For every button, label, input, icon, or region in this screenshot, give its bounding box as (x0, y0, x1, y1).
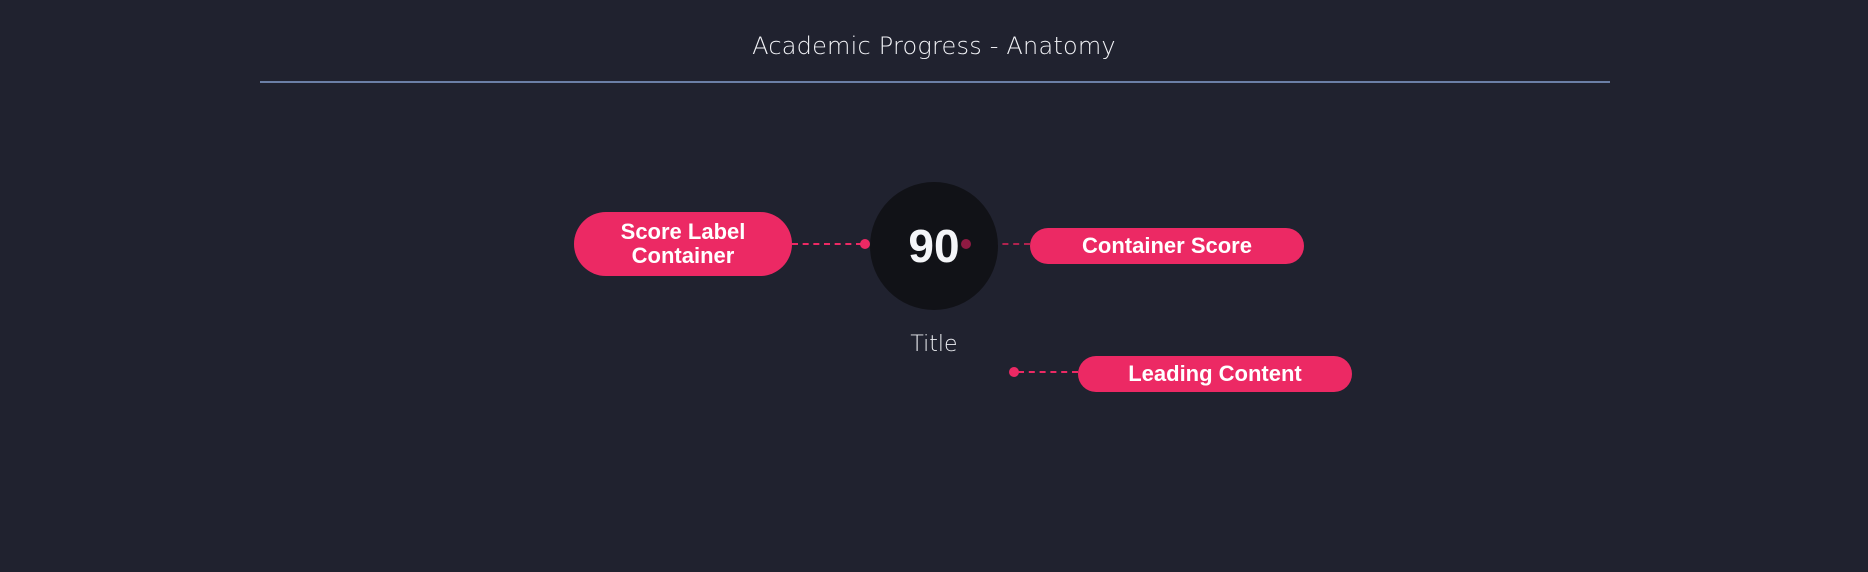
annotation-label-line2: Container (631, 243, 735, 268)
connector-dot-bottom (1009, 367, 1019, 377)
connector-left (792, 243, 862, 245)
connector-right (970, 243, 1030, 245)
score-value: 90 (908, 220, 960, 272)
score-circle: 90 (870, 182, 998, 310)
connector-bottom (1018, 371, 1078, 373)
connector-dot-right (961, 239, 971, 249)
annotation-label-line1: Score Label (620, 219, 746, 244)
score-title: Title (910, 332, 958, 357)
connector-dot-left (860, 239, 870, 249)
page-title: Academic Progress - Anatomy (752, 32, 1116, 60)
annotation-label: Container Score (1082, 233, 1252, 258)
annotation-label: Leading Content (1128, 361, 1302, 386)
annotation-container-score: Container Score (1030, 228, 1304, 264)
annotation-leading-content: Leading Content (1078, 356, 1352, 392)
title-divider (260, 81, 1610, 83)
annotation-score-label-container: Score Label Container (574, 212, 792, 276)
